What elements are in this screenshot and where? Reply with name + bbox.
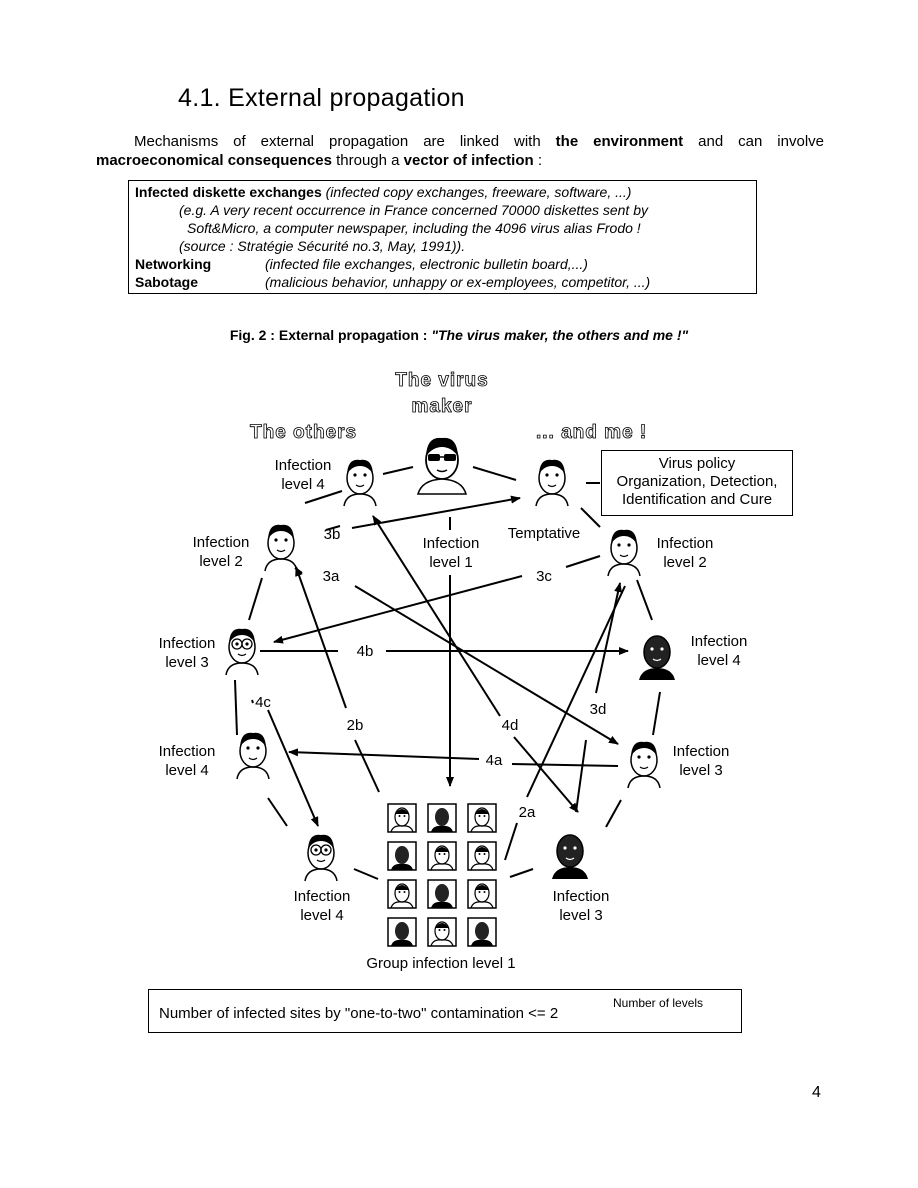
arrow-label-2b: 2b: [346, 717, 364, 734]
diagram-lines: [234, 466, 661, 880]
example-line-2: Soft&Micro, a computer newspaper, includ…: [187, 220, 641, 236]
formula-box: Number of infected sites by "one-to-two"…: [148, 989, 742, 1033]
label-left-level4: Infection level 4: [146, 742, 228, 780]
label-infection: Infection: [158, 743, 216, 760]
label-level: level 1: [429, 554, 473, 571]
temptative-label: Temptative: [507, 525, 581, 542]
caption-prefix: Fig. 2 : External propagation :: [229, 327, 432, 343]
label-infection: Infection: [192, 534, 250, 551]
group-label: Group infection level 1: [366, 955, 516, 972]
virus-maker-line2: maker: [411, 396, 473, 418]
group-tiles: [387, 803, 497, 947]
intro-text-3: through a: [331, 152, 404, 169]
label-level: level 2: [199, 553, 243, 570]
label-infection: Infection: [293, 888, 351, 905]
label-infection: Infection: [422, 535, 480, 552]
face-left-level4: [236, 732, 270, 780]
label-bottom-left-level4: Infection level 4: [281, 887, 363, 925]
face-left-level3: [225, 628, 259, 676]
virus-policy-title: Virus policy: [658, 455, 736, 472]
label-right-level2: Infection level 2: [644, 534, 726, 572]
face-right-level4: [638, 635, 676, 681]
label-level: level 3: [679, 762, 723, 779]
face-top-left-level4: [343, 459, 377, 507]
intro-bold-vector: vector of infection: [403, 152, 534, 169]
page-number: 4: [812, 1084, 821, 1101]
and-me-label: ... and me !: [536, 422, 648, 444]
section-heading: 4.1. External propagation: [178, 84, 465, 112]
intro-text-1: Mechanisms of external propagation are l…: [134, 133, 556, 150]
intro-text-2: and can involve: [683, 133, 824, 150]
arrow-label-3d: 3d: [589, 701, 607, 718]
sabotage-label: Sabotage: [135, 274, 199, 290]
diskette-label: Infected diskette exchanges: [135, 184, 322, 200]
the-others-label: The others: [250, 422, 358, 444]
virus-maker-figure: [417, 437, 467, 495]
virus-policy-box: Virus policy Organization, Detection, Id…: [601, 450, 793, 516]
arrow-label-3b: 3b: [323, 526, 341, 543]
arrow-label-4a: 4a: [485, 752, 503, 769]
label-right-level4: Infection level 4: [678, 632, 760, 670]
label-infection: Infection: [274, 457, 332, 474]
sabotage-row: Sabotage (malicious behavior, unhappy or…: [135, 273, 750, 291]
arrow-label-4c: 4c: [255, 694, 271, 711]
diskette-row: Infected diskette exchanges (infected co…: [135, 183, 750, 201]
face-left-level2: [264, 524, 298, 572]
networking-desc: (infected file exchanges, electronic bul…: [265, 256, 588, 272]
arrow-label-3c: 3c: [536, 568, 552, 585]
label-left-level3: Infection level 3: [146, 634, 228, 672]
virus-policy-line3: Identification and Cure: [621, 491, 773, 508]
label-level: level 4: [281, 476, 325, 493]
intro-text-4: :: [533, 152, 543, 169]
formula-superscript: Number of levels: [613, 996, 704, 1010]
label-left-level2: Infection level 2: [180, 533, 262, 571]
label-level: level 4: [165, 762, 209, 779]
label-bottom-right-level3: Infection level 3: [540, 887, 622, 925]
label-right-level3: Infection level 3: [660, 742, 742, 780]
label-infection: Infection: [158, 635, 216, 652]
label-level: level 2: [663, 554, 707, 571]
networking-row: Networking (infected file exchanges, ele…: [135, 255, 750, 273]
label-top-left: Infection level 4: [262, 456, 344, 494]
face-me: [535, 459, 569, 507]
arrow-label-4b: 4b: [356, 643, 374, 660]
diskette-desc: (infected copy exchanges, freeware, soft…: [325, 184, 632, 200]
virus-maker-line1: The virus: [395, 370, 489, 392]
networking-label: Networking: [135, 256, 212, 272]
label-level: level 4: [697, 652, 741, 669]
label-level: level 3: [165, 654, 209, 671]
intro-bold-macro: macroeconomical consequences: [96, 152, 332, 169]
example-line-1: (e.g. A very recent occurrence in France…: [179, 202, 648, 218]
label-infection: Infection: [672, 743, 730, 760]
intro-bold-environment: the environment: [555, 133, 684, 150]
caption-quote: "The virus maker, the others and me !": [431, 327, 689, 343]
face-right-level3: [627, 741, 661, 789]
vectors-box: Infected diskette exchanges (infected co…: [128, 180, 757, 294]
intro-paragraph: Mechanisms of external propagation are l…: [96, 132, 824, 170]
arrow-label-2a: 2a: [518, 804, 536, 821]
label-infection: Infection: [656, 535, 714, 552]
face-right-level2: [607, 529, 641, 577]
face-bottom-left-level4: [304, 834, 338, 882]
sabotage-desc: (malicious behavior, unhappy or ex-emplo…: [265, 274, 651, 290]
formula-text: Number of infected sites by "one-to-two"…: [159, 1005, 559, 1022]
label-center: Infection level 1: [410, 534, 492, 572]
label-infection: Infection: [552, 888, 610, 905]
example-line-3: (source : Stratégie Sécurité no.3, May, …: [179, 238, 466, 254]
label-infection: Infection: [690, 633, 748, 650]
arrow-label-3a: 3a: [322, 568, 340, 585]
figure-caption: Fig. 2 : External propagation : "The vir…: [0, 327, 918, 343]
label-level: level 3: [559, 907, 603, 924]
virus-policy-line2: Organization, Detection,: [616, 473, 778, 490]
label-level: level 4: [300, 907, 344, 924]
face-bottom-right-level3: [551, 834, 589, 880]
arrow-label-4d: 4d: [501, 717, 519, 734]
